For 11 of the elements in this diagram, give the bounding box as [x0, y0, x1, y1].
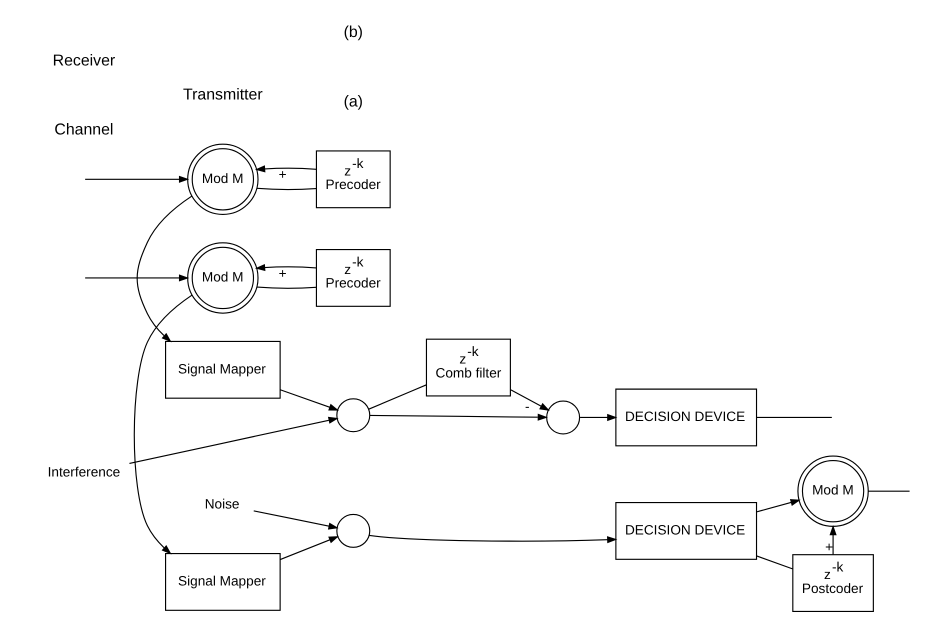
label: Channel	[54, 122, 114, 139]
node-text: Interference	[48, 464, 120, 480]
label: Transmitter	[183, 86, 263, 104]
edge-label: -	[524, 398, 530, 414]
edge-label: +	[278, 167, 287, 182]
node-text: Noise	[204, 496, 240, 512]
edge-label: +	[825, 539, 834, 554]
label: (a)	[344, 93, 363, 110]
edge-label: +	[278, 266, 287, 281]
label: Receiver	[52, 52, 116, 70]
label: (b)	[344, 24, 363, 42]
